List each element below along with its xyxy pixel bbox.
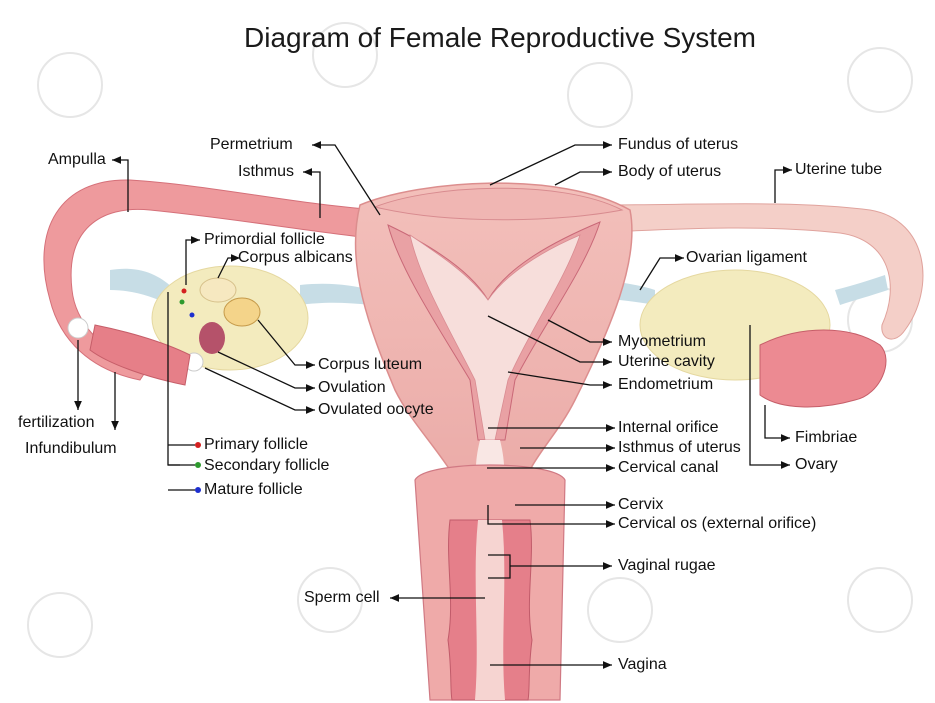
- label-corpus-luteum: Corpus luteum: [318, 356, 422, 374]
- mature-follicle-dot: [190, 313, 195, 318]
- label-isthmus: Isthmus: [238, 163, 294, 181]
- label-cervical-os: Cervical os (external orifice): [618, 515, 816, 533]
- right-fimbriae: [760, 330, 886, 407]
- secondary-follicle-dot: [180, 300, 185, 305]
- label-ovulated-oocyte: Ovulated oocyte: [318, 401, 434, 419]
- label-vagina: Vagina: [618, 656, 667, 674]
- label-corpus-albicans: Corpus albicans: [238, 249, 353, 267]
- corpus-albicans-shape: [200, 278, 236, 302]
- ovulation-site: [199, 322, 225, 354]
- label-cervical-canal: Cervical canal: [618, 459, 718, 477]
- label-ovary: Ovary: [795, 456, 838, 474]
- label-secondary-follicle: Secondary follicle: [204, 457, 329, 475]
- label-sperm-cell: Sperm cell: [304, 589, 380, 607]
- corpus-luteum-shape: [224, 298, 260, 326]
- label-isthmus-of-uterus: Isthmus of uterus: [618, 439, 741, 457]
- label-primordial-follicle: Primordial follicle: [204, 231, 325, 249]
- label-ovarian-ligament: Ovarian ligament: [686, 249, 807, 267]
- label-uterine-tube: Uterine tube: [795, 161, 882, 179]
- right-ovary-tube-ligament: [835, 275, 888, 305]
- diagram-title: Diagram of Female Reproductive System: [0, 22, 935, 54]
- label-internal-orifice: Internal orifice: [618, 419, 719, 437]
- fertilization-egg: [68, 318, 88, 338]
- label-vaginal-rugae: Vaginal rugae: [618, 557, 716, 575]
- label-body-of-uterus: Body of uterus: [618, 163, 721, 181]
- label-myometrium: Myometrium: [618, 333, 706, 351]
- secondary-follicle-legend-dot: [195, 462, 201, 468]
- label-fertilization: fertilization: [18, 414, 94, 432]
- label-endometrium: Endometrium: [618, 376, 713, 394]
- label-ampulla: Ampulla: [48, 151, 106, 169]
- primary-follicle-dot: [182, 289, 187, 294]
- label-cervix: Cervix: [618, 496, 663, 514]
- label-permetrium: Permetrium: [210, 136, 293, 154]
- label-uterine-cavity: Uterine cavity: [618, 353, 715, 371]
- label-infundibulum: Infundibulum: [25, 440, 117, 458]
- label-ovulation: Ovulation: [318, 379, 386, 397]
- label-fundus-of-uterus: Fundus of uterus: [618, 136, 738, 154]
- primary-follicle-legend-dot: [195, 442, 201, 448]
- mature-follicle-legend-dot: [195, 487, 201, 493]
- label-mature-follicle: Mature follicle: [204, 481, 303, 499]
- vaginal-canal: [475, 520, 505, 700]
- label-primary-follicle: Primary follicle: [204, 436, 308, 454]
- label-fimbriae: Fimbriae: [795, 429, 857, 447]
